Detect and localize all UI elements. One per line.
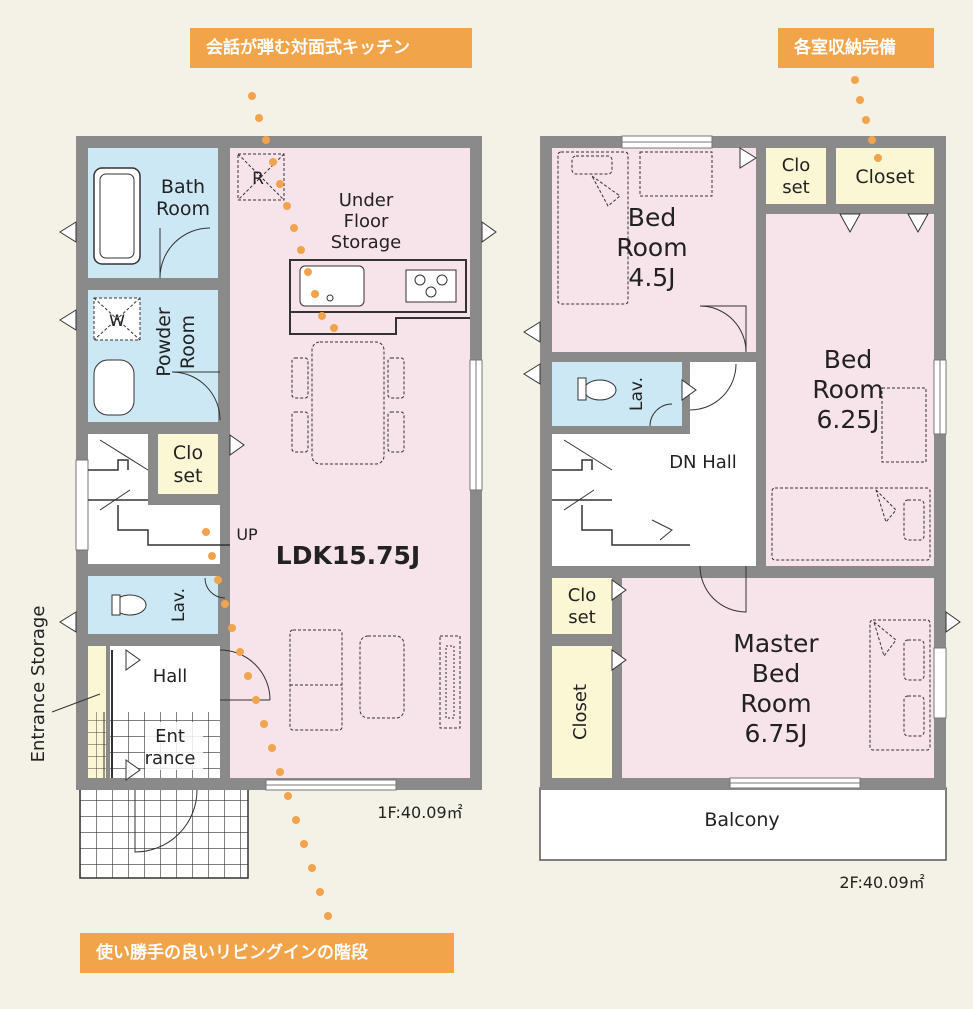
closet-top-2f bbox=[836, 148, 934, 204]
bed2-label-1: Bed bbox=[824, 345, 872, 374]
closet-1f bbox=[158, 434, 218, 494]
entrance-storage-tiles bbox=[88, 712, 106, 778]
lav-1f-label: Lav. bbox=[169, 588, 189, 622]
callout-storage: 各室収納完備 bbox=[778, 28, 934, 68]
bath-label-2: Room bbox=[156, 198, 210, 220]
closet-small2-label-2: set bbox=[568, 607, 596, 628]
lav-2f-label: Lav. bbox=[627, 377, 647, 411]
balcony-label: Balcony bbox=[704, 809, 779, 831]
floor-2 bbox=[523, 135, 961, 861]
washer-label: W bbox=[109, 311, 125, 330]
callout-stairs: 使い勝手の良いリビングインの階段 bbox=[80, 933, 454, 973]
powder-label-2: Room bbox=[177, 315, 199, 369]
lav-1f bbox=[88, 576, 218, 634]
closet-1f-label-2: set bbox=[173, 465, 202, 487]
master-label-4: 6.75J bbox=[744, 719, 807, 748]
porch-tiles bbox=[79, 787, 249, 879]
closet-small2-2f bbox=[552, 578, 612, 634]
bed-4-5 bbox=[552, 148, 756, 352]
under-floor-label-2: Floor bbox=[344, 211, 389, 232]
floor1-area: 1F:40.09㎡ bbox=[377, 803, 462, 822]
bed1-label-2: Room bbox=[616, 233, 687, 262]
up-label: UP bbox=[236, 525, 258, 544]
closet-tall-2f bbox=[552, 646, 612, 778]
floor2-area: 2F:40.09㎡ bbox=[839, 873, 924, 892]
powder-label-1: Powder bbox=[153, 307, 175, 377]
closet-small-2f bbox=[766, 148, 826, 204]
dn-hall-label: DN Hall bbox=[669, 452, 737, 473]
master-label-3: Room bbox=[740, 689, 811, 718]
entrance-storage-label: Entrance Storage bbox=[28, 606, 49, 763]
bed-6-25 bbox=[766, 214, 934, 566]
callout-kitchen: 会話が弾む対面式キッチン bbox=[190, 28, 472, 68]
entrance-label-2: rance bbox=[145, 748, 196, 769]
entrance-label-1: Ent bbox=[155, 726, 185, 747]
under-floor-label-3: Storage bbox=[331, 232, 401, 253]
under-floor-label-1: Under bbox=[339, 190, 394, 211]
closet-top-label: Closet bbox=[855, 166, 914, 188]
master-label-1: Master bbox=[733, 629, 819, 658]
bed1-label-1: Bed bbox=[628, 203, 676, 232]
ldk bbox=[230, 148, 470, 778]
master-label-2: Bed bbox=[752, 659, 800, 688]
closet-1f-label-1: Clo bbox=[173, 442, 203, 464]
stairs-1b bbox=[148, 505, 230, 564]
bed2-label-2: Room bbox=[812, 375, 883, 404]
floor-1 bbox=[59, 136, 497, 879]
closet-small-label-2: set bbox=[782, 177, 810, 198]
master-bed bbox=[622, 578, 934, 778]
closet-small-label-1: Clo bbox=[782, 155, 811, 176]
fridge-label: R bbox=[252, 169, 264, 189]
lav-2f bbox=[552, 362, 682, 426]
bath-label-1: Bath bbox=[161, 176, 205, 198]
closet-small2-label-1: Clo bbox=[568, 585, 597, 606]
hall-1f-label: Hall bbox=[153, 666, 188, 687]
bed1-label-3: 4.5J bbox=[628, 263, 675, 292]
leader-lines bbox=[202, 76, 882, 920]
ldk-label: LDK15.75J bbox=[276, 541, 420, 570]
stairs-1 bbox=[88, 434, 148, 564]
bed2-label-3: 6.25J bbox=[816, 405, 879, 434]
balcony bbox=[539, 787, 947, 861]
closet-tall-label: Closet bbox=[570, 684, 591, 740]
